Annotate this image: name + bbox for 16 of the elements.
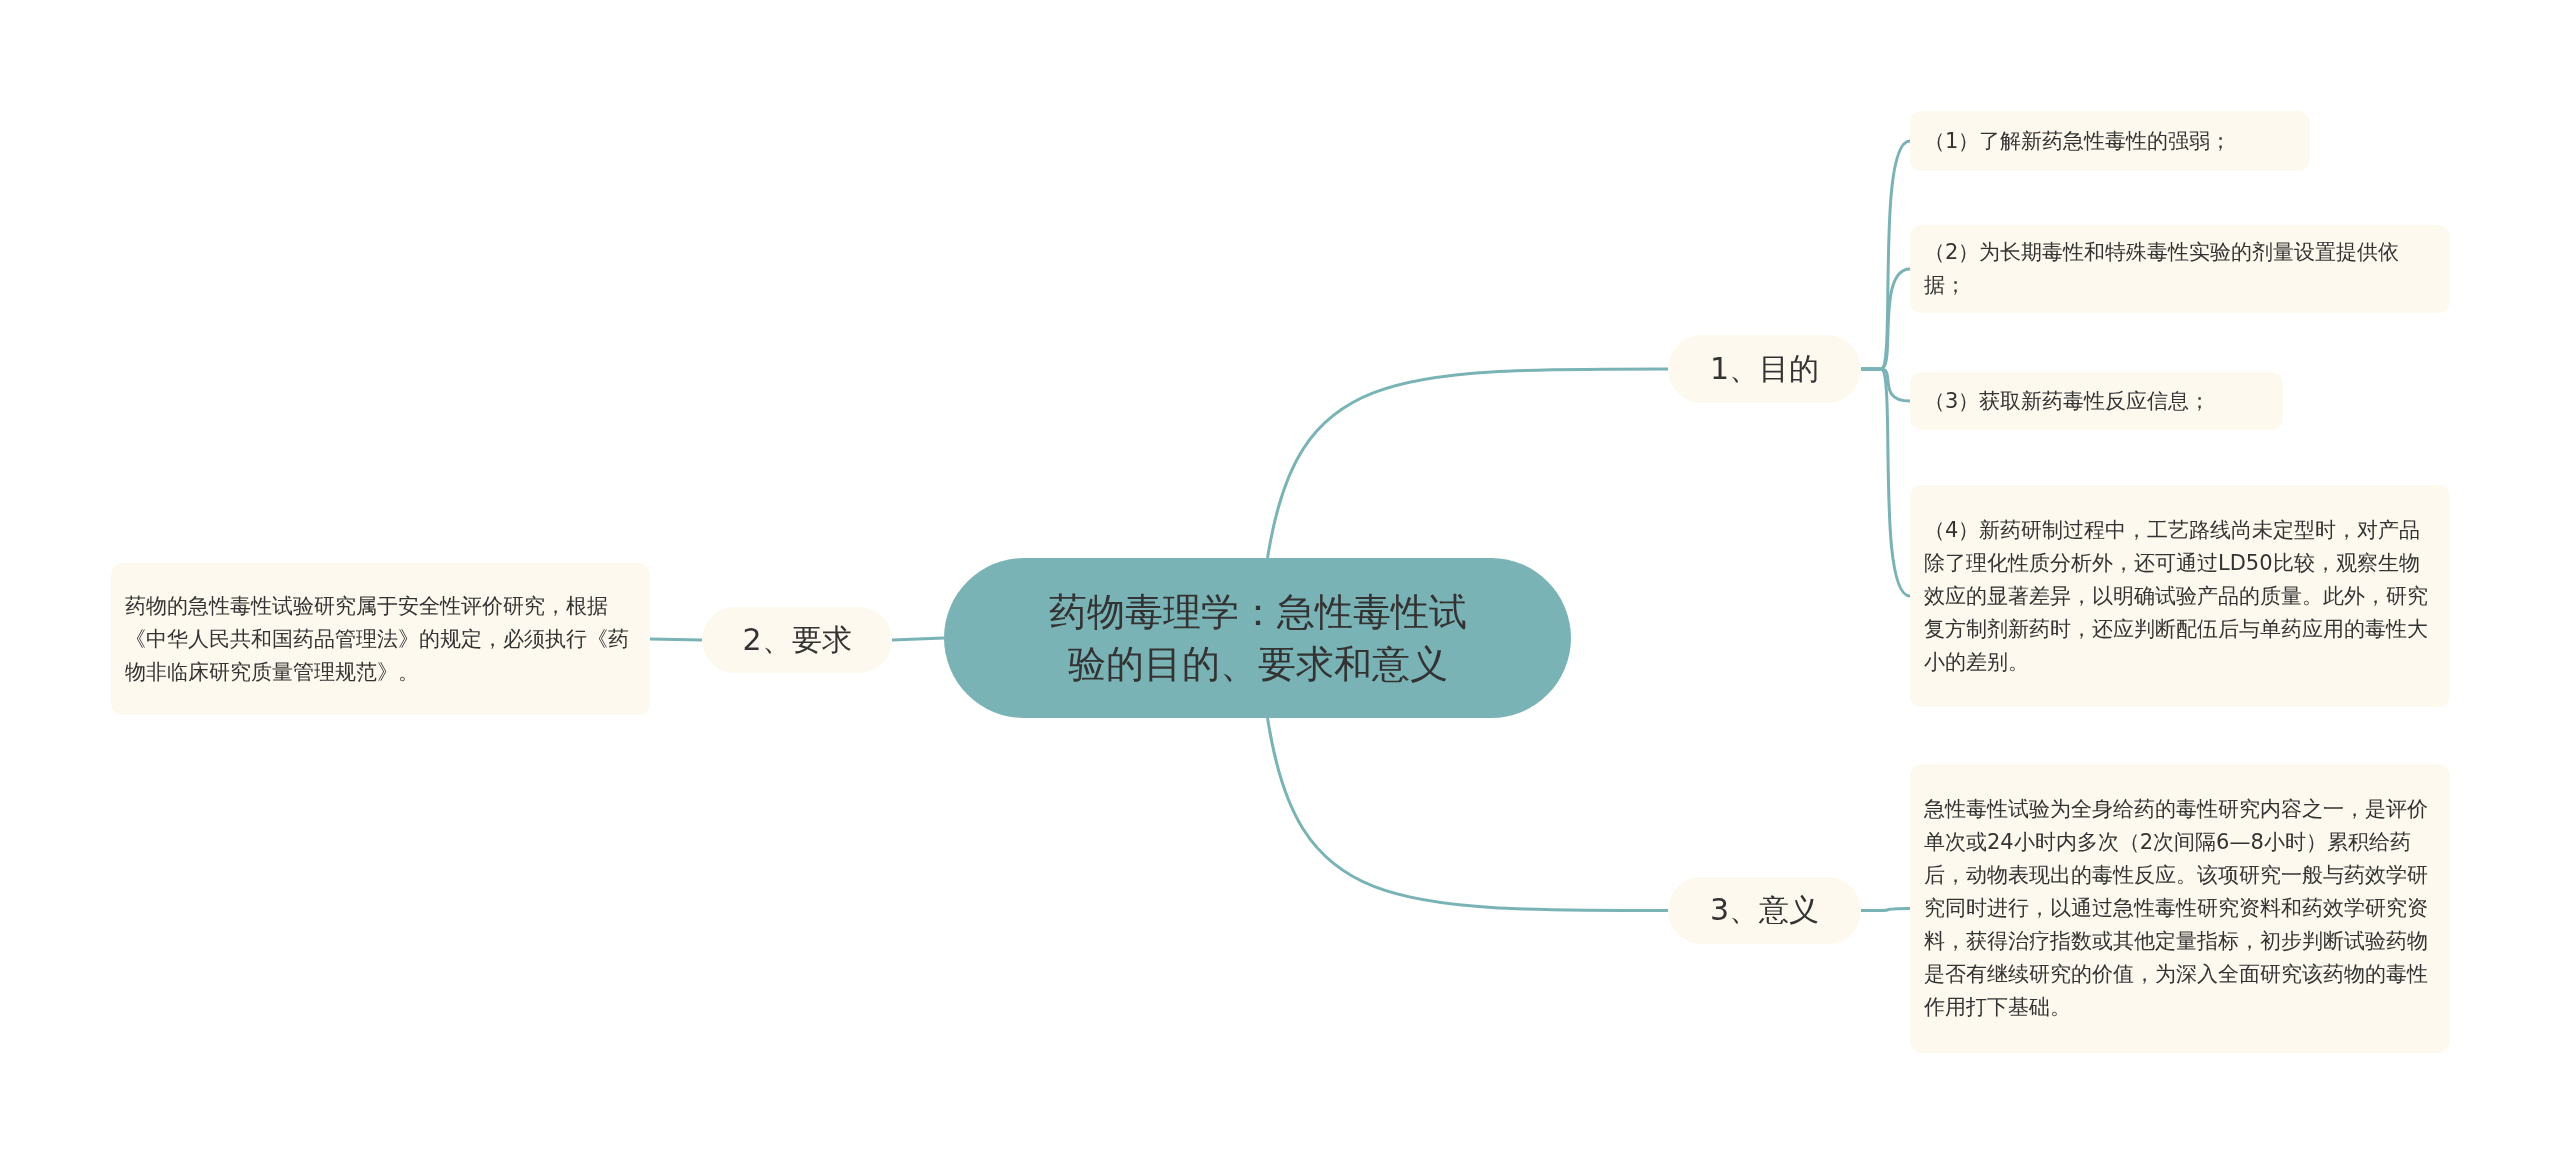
- connector-line: [1861, 907, 1910, 912]
- connector-line: [1861, 367, 1911, 598]
- branch-box: 1、目的: [1668, 335, 1861, 403]
- note-box: 急性毒性试验为全身给药的毒性研究内容之一，是评价单次或24小时内多次（2次间隔6—8小时）累积给药后，动物表现出的毒性反应。该项研究一般与药效学研究同时进行，以通过急性毒性研究资料和药效学研究资料，获得治疗指数或其他定量指标，初步判断试验药物是否有继续研究的价值，为深入全面研究该药物的毒性作用打下基础。: [1910, 764, 2450, 1053]
- note-box: 药物的急性毒性试验研究属于安全性评价研究，根据《中华人民共和国药品管理法》的规定，必须执行《药物非临床研究质量管理规范》。: [111, 563, 650, 715]
- branch-box: 3、意义: [1668, 877, 1861, 944]
- note-box: （2）为长期毒性和特殊毒性实验的剂量设置提供依据；: [1910, 225, 2450, 313]
- connector-line: [649, 637, 703, 642]
- connector-line: [1266, 367, 1668, 559]
- branch-box: 2、要求: [702, 607, 892, 673]
- note-box: （3）获取新药毒性反应信息；: [1910, 372, 2283, 430]
- topic-box: 药物毒理学：急性毒性试验的目的、要求和意义: [944, 558, 1571, 718]
- note-box: （1）了解新药急性毒性的强弱；: [1910, 111, 2310, 171]
- connector-line: [1266, 717, 1668, 912]
- note-box: （4）新药研制过程中，工艺路线尚未定型时，对产品除了理化性质分析外，还可通过LD50比较，观察生物效应的显著差异，以明确试验产品的质量。此外，研究复方制剂新药时，还应判断配伍后与单药应用的毒性大小的差别。: [1910, 485, 2450, 707]
- connector-line: [891, 636, 945, 642]
